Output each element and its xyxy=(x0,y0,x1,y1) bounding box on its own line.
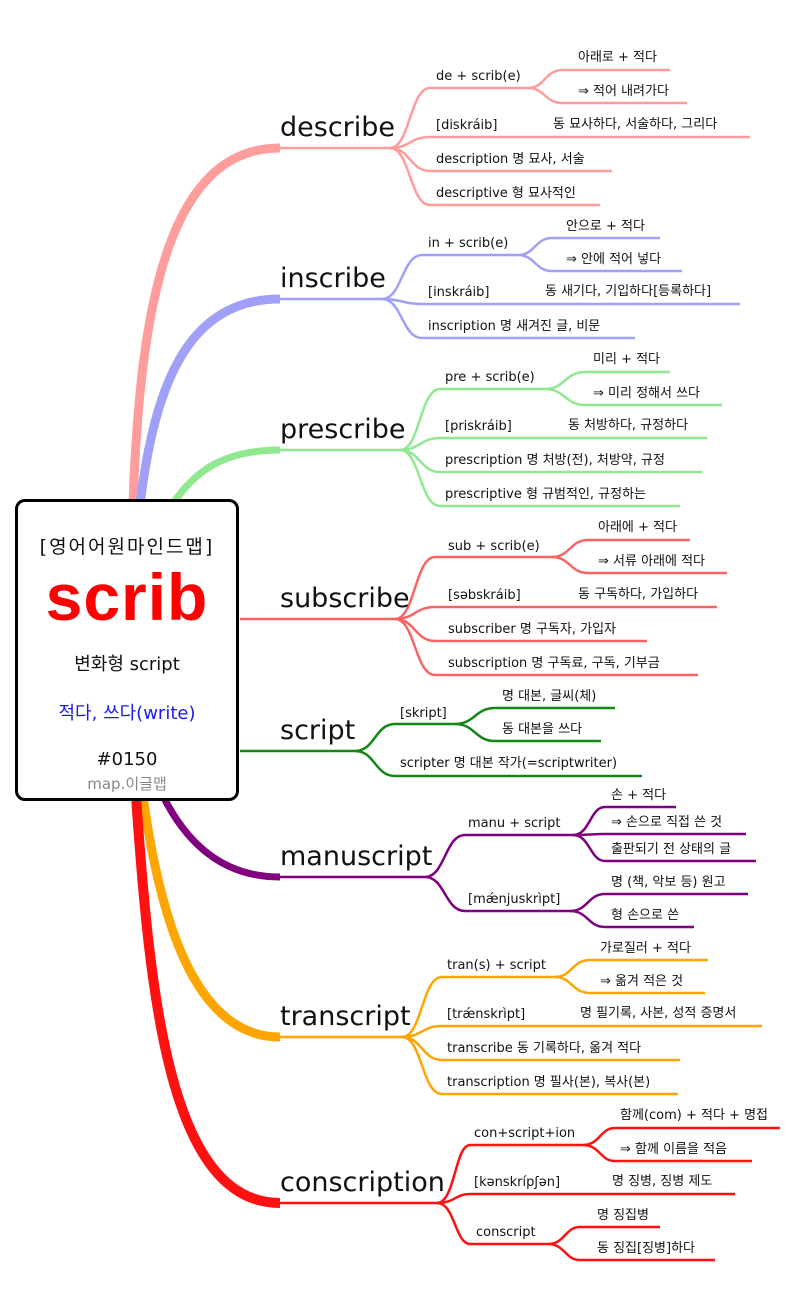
trunk-inscribe xyxy=(135,294,281,506)
derivative-text: prescription 명 처방(전), 처방약, 규정 xyxy=(445,453,665,468)
derivative-text: transcribe 동 기록하다, 옮겨 적다 xyxy=(447,1041,641,1056)
meaning-text: 동 새기다, 기입하다[등록하다] xyxy=(545,284,711,299)
branch-prescribe xyxy=(280,370,722,508)
derivative-text: description 명 묘사, 서술 xyxy=(436,152,585,167)
sub-text: ⇒ 적어 내려가다 xyxy=(578,84,669,99)
meaning-text: 동 처방하다, 규정하다 xyxy=(568,418,688,433)
sub-text: 안으로 + 적다 xyxy=(566,219,645,234)
sub-text: 동 대본을 쓰다 xyxy=(502,722,582,737)
brand-label: map.이글맵 xyxy=(87,775,167,793)
pronunciation-inscribe: [inskráib] xyxy=(428,285,489,300)
sub-text: ⇒ 옮겨 적은 것 xyxy=(600,974,683,989)
center-node: [영어어원마인드맵] scrib 변화형 script 적다, 쓰다(write… xyxy=(15,499,239,801)
meaning-text: 동 구독하다, 가입하다 xyxy=(578,587,698,602)
branch-manuscript xyxy=(280,805,756,929)
variant-form: 변화형 script xyxy=(74,654,180,675)
etymology-describe: de + scrib(e) xyxy=(436,69,521,84)
sub-text: 명 (책, 악보 등) 원고 xyxy=(611,875,726,890)
derivative-conscript: conscript xyxy=(476,1225,536,1240)
sub-text: 명 징집병 xyxy=(597,1208,649,1223)
meaning-text: 명 징병, 징병 제도 xyxy=(612,1174,712,1189)
trunk-prescribe xyxy=(169,446,281,507)
sub-text: 형 손으로 쓴 xyxy=(611,908,679,923)
etymology-manuscript: manu + script xyxy=(468,816,561,831)
branch-inscribe xyxy=(280,236,740,340)
branch-word-subscribe: subscribe xyxy=(280,583,410,614)
pronunciation-subscribe: [səbskráib] xyxy=(448,588,521,603)
map-series-title: [영어어원마인드맵] xyxy=(39,536,215,558)
pronunciation-conscription: [kənskrípʃən] xyxy=(474,1175,560,1190)
branch-word-prescribe: prescribe xyxy=(280,414,406,445)
pronunciation-script: [skript] xyxy=(400,706,447,721)
sub-text: 함께(com) + 적다 + 명접 xyxy=(620,1108,768,1123)
etymology-inscribe: in + scrib(e) xyxy=(428,236,508,251)
root-meaning: 적다, 쓰다(write) xyxy=(58,703,196,724)
sub-text: ⇒ 안에 적어 넣다 xyxy=(566,252,661,267)
branch-word-conscription: conscription xyxy=(280,1167,445,1198)
sub-text: 손 + 적다 xyxy=(611,788,666,803)
derivative-text: subscriber 명 구독자, 가입자 xyxy=(448,622,616,637)
derivative-text: inscription 명 새겨진 글, 비문 xyxy=(428,319,600,334)
branch-word-manuscript: manuscript xyxy=(280,841,432,872)
root-word: scrib xyxy=(45,560,209,634)
branch-script xyxy=(354,706,642,778)
meaning-text: 동 묘사하다, 서술하다, 그리다 xyxy=(553,117,717,132)
trunk-connectors xyxy=(128,143,395,1208)
sub-text: ⇒ 손으로 직접 쓴 것 xyxy=(611,815,722,830)
sub-text: 동 징집[징병]하다 xyxy=(597,1241,695,1256)
trunk-conscription xyxy=(131,795,281,1208)
map-number: #0150 xyxy=(96,749,158,770)
derivative-text: subscription 명 구독료, 구독, 기부금 xyxy=(448,656,660,671)
pronunciation-transcript: [trǽnskrìpt] xyxy=(447,1007,525,1022)
etymology-transcript: tran(s) + script xyxy=(447,958,546,973)
derivative-text: scripter 명 대본 작가(=scriptwriter) xyxy=(400,756,617,771)
branch-word-describe: describe xyxy=(280,112,395,143)
derivative-text: transcription 명 필사(본), 복사(본) xyxy=(447,1075,650,1090)
sub-text: ⇒ 함께 이름을 적음 xyxy=(620,1142,727,1157)
sub-text: ⇒ 미리 정해서 쓰다 xyxy=(593,386,700,401)
trunk-transcript xyxy=(138,795,281,1042)
branch-conscription xyxy=(280,1126,780,1262)
etymology-prescribe: pre + scrib(e) xyxy=(445,370,535,385)
pronunciation-prescribe: [priskráib] xyxy=(445,419,512,434)
meaning-text: 명 필기록, 사본, 성적 증명서 xyxy=(580,1006,736,1021)
pronunciation-describe: [diskráib] xyxy=(436,118,497,133)
branch-word-script: script xyxy=(280,715,355,746)
etymology-conscription: con+script+ion xyxy=(474,1126,575,1141)
trunk-manuscript xyxy=(159,794,281,881)
derivative-text: prescriptive 형 규범적인, 규정하는 xyxy=(445,487,646,502)
sub-text: 가로질러 + 적다 xyxy=(600,941,691,956)
branch-subscribe xyxy=(394,538,727,677)
sub-text: 아래에 + 적다 xyxy=(598,520,677,535)
branch-transcript xyxy=(280,958,762,1096)
branch-describe xyxy=(280,68,750,207)
pronunciation-manuscript: [mǽnjuskrìpt] xyxy=(468,892,560,907)
sub-text: 출판되기 전 상태의 글 xyxy=(611,842,731,857)
derivative-text: descriptive 형 묘사적인 xyxy=(436,186,576,201)
sub-text: 아래로 + 적다 xyxy=(578,50,657,65)
trunk-describe xyxy=(128,143,281,506)
etymology-subscribe: sub + scrib(e) xyxy=(448,539,540,554)
sub-text: 명 대본, 글씨(체) xyxy=(502,689,596,704)
sub-text: 미리 + 적다 xyxy=(593,352,660,367)
branch-word-inscribe: inscribe xyxy=(280,263,386,294)
branch-word-transcript: transcript xyxy=(280,1001,411,1032)
sub-text: ⇒ 서류 아래에 적다 xyxy=(598,554,705,569)
